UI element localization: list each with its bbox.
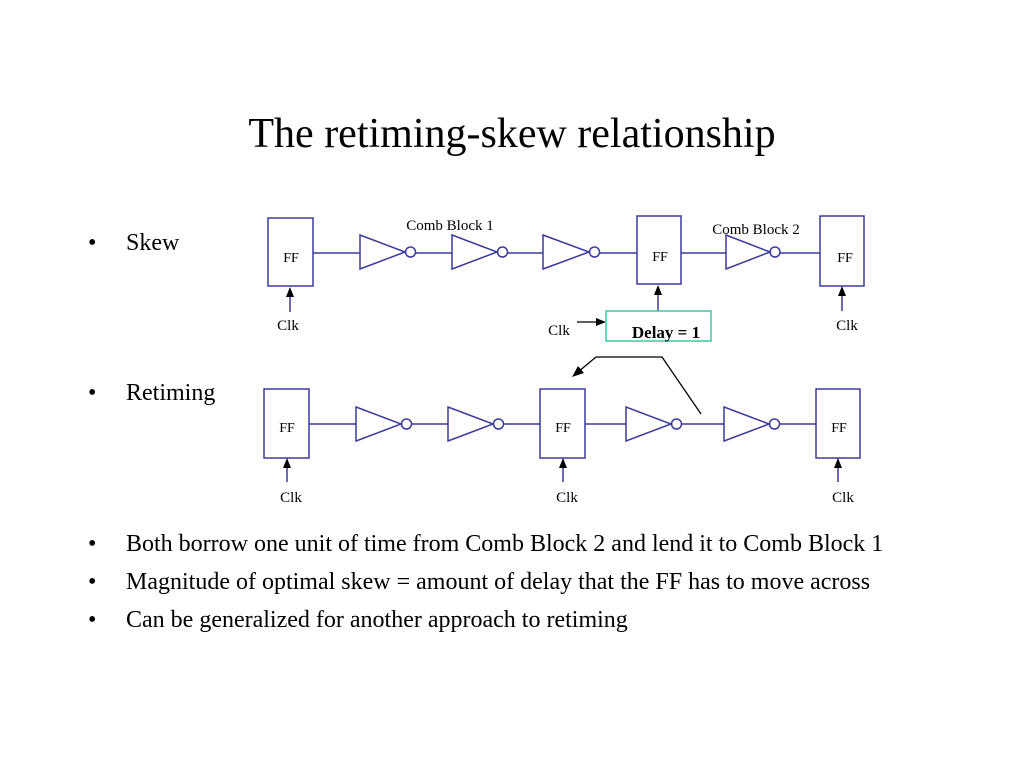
arrow-up-icon: [286, 287, 294, 297]
inverter-bubble-icon: [768, 418, 781, 430]
inverter-bubble-icon: [496, 246, 509, 258]
bullet-dot: •: [88, 531, 97, 557]
ff-label: FF: [837, 251, 853, 266]
bullet-skew-text: Skew: [126, 230, 180, 256]
skew-clock-arrows: [286, 285, 846, 312]
bullet-skew: • Skew: [88, 228, 288, 258]
bullet-item: • Can be generalized for another approac…: [88, 605, 948, 635]
bullet-retiming-text: Retiming: [126, 380, 216, 406]
skew-row: [267, 215, 865, 287]
bullet-dot: •: [88, 230, 97, 256]
inverter-icon: [625, 405, 674, 443]
comb-block-2-label: Comb Block 2: [712, 222, 800, 238]
ff-label: FF: [652, 250, 668, 265]
ff-label: FF: [831, 421, 847, 436]
bullet-dot: •: [88, 607, 97, 633]
inverter-bubble-icon: [588, 246, 601, 258]
clk-label: Clk: [836, 318, 858, 334]
delay-box: [605, 310, 712, 342]
inverter-icon: [451, 233, 500, 271]
bullet-text: Both borrow one unit of time from Comb B…: [126, 531, 884, 557]
arrow-head-icon: [572, 366, 584, 377]
bullet-item: • Both borrow one unit of time from Comb…: [88, 529, 948, 559]
arrow-up-icon: [838, 286, 846, 296]
inverter-bubble-icon: [492, 418, 505, 430]
ff-label: FF: [283, 251, 299, 266]
clk-label: Clk: [548, 323, 570, 339]
comb-block-1-label: Comb Block 1: [406, 218, 494, 234]
clk-label: Clk: [556, 490, 578, 506]
bullet-dot: •: [88, 569, 97, 595]
bullet-list: • Both borrow one unit of time from Comb…: [88, 529, 948, 643]
retiming-clock-arrows: [283, 458, 842, 482]
flip-flop: [636, 215, 682, 285]
inverter-bubble-icon: [404, 246, 417, 258]
ff-label: FF: [279, 421, 295, 436]
clk-label: Clk: [277, 318, 299, 334]
move-arrow-line: [577, 356, 702, 415]
arrow-up-icon: [654, 285, 662, 295]
flip-flop: [263, 388, 310, 459]
retiming-row: [263, 388, 861, 459]
inverter-bubble-icon: [400, 418, 413, 430]
arrow-up-icon: [283, 458, 291, 468]
bullet-dot: •: [88, 380, 97, 406]
bullet-retiming: • Retiming: [88, 378, 288, 408]
ff-move-arrow: [572, 356, 702, 415]
flip-flop: [539, 388, 586, 459]
flip-flop: [267, 217, 314, 287]
arrow-up-icon: [559, 458, 567, 468]
inverter-icon: [542, 233, 592, 271]
clk-label: Clk: [832, 490, 854, 506]
bullet-item: • Magnitude of optimal skew = amount of …: [88, 567, 948, 597]
clk-label: Clk: [280, 490, 302, 506]
inverter-icon: [725, 233, 773, 271]
inverter-icon: [447, 405, 496, 443]
delay-label: Delay = 1: [632, 323, 700, 342]
inverter-bubble-icon: [670, 418, 683, 430]
inverter-bubble-icon: [769, 246, 781, 258]
inverter-icon: [723, 405, 772, 443]
arrow-up-icon: [834, 458, 842, 468]
arrow-right-icon: [596, 318, 606, 326]
inverter-icon: [355, 405, 404, 443]
slide-title: The retiming-skew relationship: [248, 111, 776, 157]
bullet-text: Magnitude of optimal skew = amount of de…: [126, 569, 871, 595]
bullet-text: Can be generalized for another approach …: [126, 607, 628, 633]
ff-label: FF: [555, 421, 571, 436]
inverter-icon: [359, 233, 408, 271]
